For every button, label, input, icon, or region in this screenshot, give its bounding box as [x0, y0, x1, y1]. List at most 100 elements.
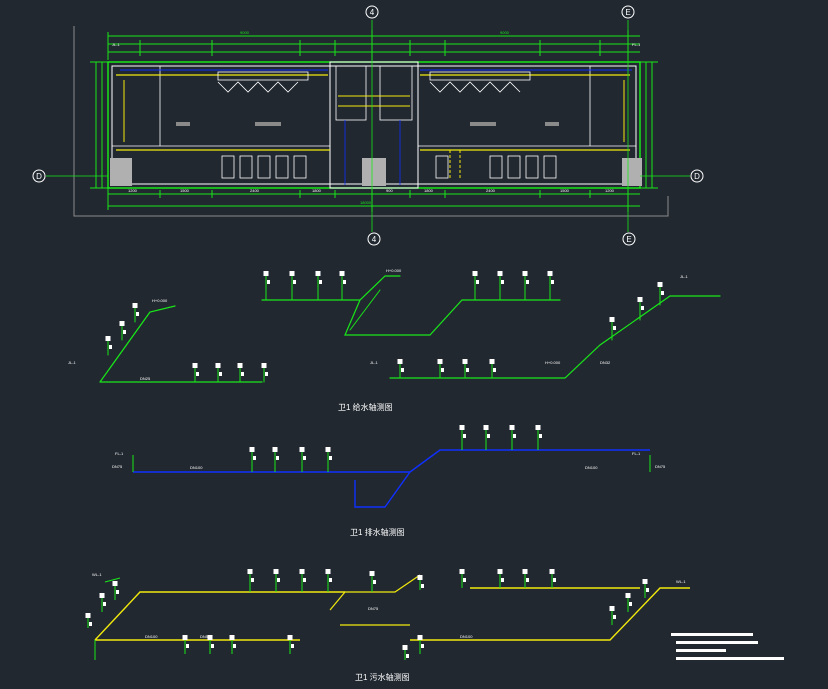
sewage-fixture-riser [522, 569, 529, 588]
legend-note-block [671, 633, 784, 660]
sewage-fixture-riser [299, 569, 306, 592]
sewage-fixture-riser [207, 635, 214, 654]
supply-fixture-riser [237, 363, 244, 383]
svg-text:E: E [626, 235, 631, 244]
dim-seg-4: 1800 [312, 188, 322, 193]
sewage-fixture-riser [182, 635, 189, 654]
supply-label-riser-left: JL-1 [68, 360, 77, 365]
supply-fixture-riser [215, 363, 222, 383]
supply-fixture-riser [105, 336, 112, 356]
supply-label-dn-a: DN25 [140, 376, 151, 381]
drain-label-riser-right: FL-1 [632, 451, 641, 456]
riser-label-jl-top: JL-1 [112, 42, 121, 47]
drain-fixture-riser [325, 447, 332, 472]
supply-fixture-riser [657, 282, 664, 306]
sewage-label-riser-right: WL-1 [676, 579, 686, 584]
grid-bubble-4-bottom: 4 [367, 232, 381, 246]
supply-fixture-riser [437, 359, 444, 379]
supply-fixture-riser [522, 271, 529, 301]
sewage-fixture-riser [459, 569, 466, 588]
supply-fixture-riser [289, 271, 296, 301]
dim-top-right: 9000 [500, 30, 510, 35]
drain-isometric-diagram: FL-1 DN75 DN100 DN100 FL-1 DN75 卫1 排水轴测图 [112, 425, 666, 537]
supply-fixture-riser [261, 363, 268, 383]
dim-seg-7: 2400 [486, 188, 496, 193]
svg-text:D: D [694, 172, 700, 181]
dim-seg-6: 1800 [424, 188, 434, 193]
sewage-fixture-riser [325, 569, 332, 592]
supply-fixture-riser [609, 317, 616, 341]
svg-text:D: D [36, 172, 42, 181]
supply-fixture-riser [263, 271, 270, 301]
sewage-diagram-caption: 卫1 污水轴测图 [355, 672, 410, 682]
sewage-fixture-riser [369, 571, 376, 592]
grid-bubble-e-bottom: E [622, 232, 636, 246]
sewage-fixture-riser [402, 645, 409, 660]
drain-label-riser-left: FL-1 [115, 451, 124, 456]
drain-label-dn-far-right: DN75 [655, 464, 666, 469]
sewage-fixture-riser [549, 569, 556, 588]
drain-fixture-riser [249, 447, 256, 472]
sewage-fixture-riser [417, 635, 424, 654]
dim-seg-2: 1500 [180, 188, 190, 193]
svg-text:4: 4 [370, 8, 375, 17]
sewage-fixture-riser [273, 569, 280, 592]
sewage-fixture-riser [99, 593, 106, 612]
dim-seg-5: 900 [386, 188, 393, 193]
sewage-fixture-riser [497, 569, 504, 588]
sewage-fixture-riser [247, 569, 254, 592]
drain-fixture-riser [509, 425, 516, 450]
sewage-fixture-riser [625, 593, 632, 612]
supply-fixture-riser [489, 359, 496, 379]
drain-fixture-riser [483, 425, 490, 450]
floor-plan: 9000 9000 JL-1 FL-1 [32, 5, 704, 246]
supply-label-elev-right: H+0.000 [545, 360, 561, 365]
supply-fixture-riser [547, 271, 554, 301]
sewage-label-dn-left: DN100 [145, 634, 158, 639]
drain-fixture-riser [535, 425, 542, 450]
supply-label-riser-right: JL-1 [680, 274, 689, 279]
sewage-fixture-riser [609, 606, 616, 625]
sewage-fixture-riser [112, 581, 119, 600]
grid-bubble-d-right: D [690, 169, 704, 183]
sewage-fixture-riser [417, 575, 424, 590]
supply-label-riser-center: JL-1 [370, 360, 379, 365]
grid-bubble-4-top: 4 [365, 5, 379, 19]
svg-text:4: 4 [372, 235, 377, 244]
supply-label-elev-left: H+0.000 [152, 298, 168, 303]
sewage-label-riser-left: WL-1 [92, 572, 102, 577]
drain-fixture-riser [459, 425, 466, 450]
svg-text:E: E [625, 8, 630, 17]
dim-seg-1: 1200 [128, 188, 138, 193]
drain-fixture-riser [272, 447, 279, 472]
dim-overall-top: 9000 [240, 30, 250, 35]
drain-fixture-riser [299, 447, 306, 472]
supply-diagram-caption: 卫1 给水轴测图 [338, 402, 393, 412]
sewage-label-dn-mid: DN50 [200, 634, 211, 639]
dim-seg-8: 1500 [560, 188, 570, 193]
dim-seg-3: 2400 [250, 188, 260, 193]
supply-label-dn-c: DN32 [600, 360, 611, 365]
sewage-label-dn-center: DN75 [368, 606, 379, 611]
grid-bubble-e-top: E [621, 5, 635, 19]
supply-fixture-riser [462, 359, 469, 379]
supply-fixture-riser [132, 303, 139, 323]
supply-fixture-riser [637, 297, 644, 321]
drain-label-dn-left: DN75 [112, 464, 123, 469]
drain-diagram-caption: 卫1 排水轴测图 [350, 527, 405, 537]
sewage-fixture-riser [287, 635, 294, 654]
sewage-fixture-riser [642, 579, 649, 598]
supply-fixture-riser [339, 271, 346, 301]
supply-isometric-diagram: H+0.000 JL-1 DN25 H+0.000 JL-1 H+0.000 J… [68, 268, 721, 412]
supply-label-elev-center: H+0.000 [386, 268, 402, 273]
supply-fixture-riser [497, 271, 504, 301]
supply-fixture-riser [397, 359, 404, 379]
supply-fixture-riser [315, 271, 322, 301]
supply-fixture-riser [192, 363, 199, 383]
drain-label-dn-right: DN100 [585, 465, 598, 470]
dim-seg-9: 1200 [605, 188, 615, 193]
riser-label-fl-top: FL-1 [632, 42, 641, 47]
drain-label-dn-mid: DN100 [190, 465, 203, 470]
dim-overall-bottom: 18000 [360, 200, 372, 205]
